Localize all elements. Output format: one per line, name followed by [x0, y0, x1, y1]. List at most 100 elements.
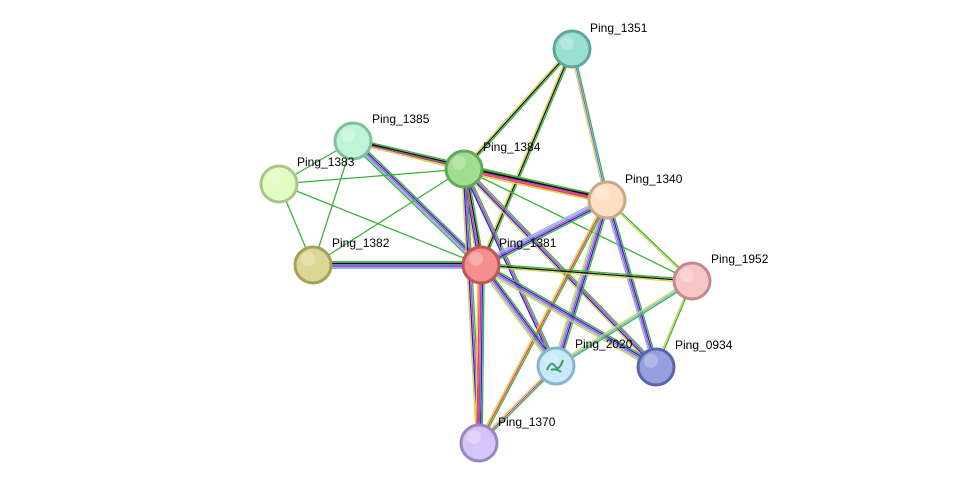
node-circle[interactable] — [293, 245, 333, 285]
edge-Ping_1381-Ping_1952[interactable] — [480, 262, 693, 284]
edge-evidence-line — [351, 141, 481, 267]
edge-Ping_1340-Ping_0934[interactable] — [604, 199, 659, 368]
node-circle[interactable] — [672, 261, 712, 301]
edge-Ping_1384-Ping_1952[interactable] — [463, 168, 693, 282]
node-Ping_1385[interactable]: Ping_1385 — [333, 112, 430, 161]
edge-evidence-line — [463, 169, 607, 203]
node-circle[interactable] — [636, 347, 676, 387]
edge-Ping_1340-Ping_1381[interactable] — [479, 196, 609, 269]
edge-Ping_1384-Ping_1340[interactable] — [463, 165, 608, 204]
node-circle[interactable] — [461, 245, 501, 285]
node-Ping_2020[interactable]: Ping_2020 — [536, 337, 633, 386]
edge-evidence-line — [607, 198, 694, 281]
edge-evidence-line — [465, 166, 659, 366]
edge-evidence-line — [352, 140, 482, 266]
edge-evidence-line — [553, 199, 607, 366]
edge-evidence-line — [478, 199, 608, 444]
edge-Ping_1384-Ping_1383[interactable] — [278, 168, 465, 185]
edge-Ping_1384-Ping_0934[interactable] — [461, 166, 659, 370]
edge-evidence-line — [556, 281, 694, 368]
node-circle[interactable] — [333, 121, 373, 161]
node-Ping_0934[interactable]: Ping_0934 — [636, 338, 733, 387]
edge-Ping_1385-Ping_1381[interactable] — [350, 138, 484, 268]
edge-Ping_1952-Ping_2020[interactable] — [554, 279, 694, 368]
edge-Ping_1381-Ping_2020[interactable] — [477, 262, 560, 369]
node-highlight — [644, 354, 658, 368]
node-highlight — [560, 36, 574, 50]
edge-evidence-line — [481, 200, 609, 267]
edge-evidence-line — [479, 200, 609, 445]
node-Ping_1952[interactable]: Ping_1952 — [672, 252, 769, 301]
edge-evidence-line — [477, 266, 554, 369]
edge-evidence-line — [480, 199, 608, 266]
edge-evidence-line — [554, 279, 692, 366]
edge-evidence-line — [480, 264, 557, 367]
edge-evidence-line — [464, 165, 608, 198]
node-highlight — [267, 171, 281, 185]
edge-evidence-line — [476, 264, 481, 443]
node-label: Ping_1340 — [625, 172, 683, 186]
edge-Ping_1384-Ping_1382[interactable] — [312, 168, 465, 266]
edge-evidence-line — [481, 262, 693, 281]
node-label: Ping_1383 — [297, 155, 355, 169]
edge-evidence-line — [607, 199, 658, 367]
node-label: Ping_1952 — [711, 252, 769, 266]
node-Ping_1340[interactable]: Ping_1340 — [587, 172, 683, 220]
node-layer: Ping_1351Ping_1385Ping_1384Ping_1383Ping… — [259, 21, 769, 463]
node-label: Ping_2020 — [575, 337, 633, 351]
edge-evidence-line — [312, 140, 354, 266]
edge-evidence-line — [353, 139, 483, 265]
edge-Ping_1340-Ping_1952[interactable] — [605, 198, 694, 283]
node-circle[interactable] — [444, 149, 484, 189]
edge-evidence-line — [605, 200, 692, 283]
edge-evidence-line — [354, 138, 484, 264]
node-label: Ping_1385 — [372, 112, 430, 126]
edge-evidence-line — [463, 171, 607, 204]
node-circle[interactable] — [259, 164, 299, 204]
edge-evidence-line — [480, 264, 693, 282]
edge-evidence-line — [475, 264, 479, 443]
edge-evidence-line — [278, 183, 482, 266]
node-highlight — [595, 187, 609, 201]
edge-Ping_1381-Ping_0934[interactable] — [479, 261, 658, 371]
edge-evidence-line — [464, 49, 574, 171]
node-Ping_1384[interactable]: Ping_1384 — [444, 140, 541, 189]
edge-Ping_1351-Ping_1340[interactable] — [569, 48, 610, 201]
edge-evidence-line — [478, 264, 482, 444]
edge-Ping_1383-Ping_1381[interactable] — [278, 183, 482, 266]
node-Ping_1381[interactable]: Ping_1381 — [461, 236, 557, 285]
node-circle[interactable] — [552, 29, 592, 69]
edge-evidence-line — [483, 262, 560, 365]
node-highlight — [301, 252, 315, 266]
edge-evidence-line — [605, 200, 656, 368]
edge-evidence-line — [479, 265, 556, 368]
node-circle[interactable] — [587, 180, 627, 220]
node-Ping_1351[interactable]: Ping_1351 — [552, 21, 648, 69]
edge-evidence-line — [462, 169, 656, 369]
edge-Ping_1385-Ping_1382[interactable] — [312, 140, 354, 266]
edge-evidence-line — [558, 200, 611, 368]
edge-evidence-line — [464, 167, 658, 367]
edge-Ping_1382-Ping_1381[interactable] — [313, 261, 481, 269]
edge-Ping_1351-Ping_1384[interactable] — [462, 47, 574, 171]
node-highlight — [467, 430, 481, 444]
node-Ping_1370[interactable]: Ping_1370 — [459, 415, 556, 463]
node-Ping_1383[interactable]: Ping_1383 — [259, 155, 355, 204]
node-label: Ping_1384 — [483, 140, 541, 154]
edge-evidence-line — [481, 265, 485, 444]
edge-evidence-line — [464, 166, 608, 200]
edge-evidence-line — [278, 168, 465, 185]
node-label: Ping_1351 — [590, 21, 648, 35]
edge-Ping_1351-Ping_1381[interactable] — [478, 48, 575, 266]
edge-Ping_1340-Ping_1370[interactable] — [477, 198, 609, 445]
edge-evidence-line — [555, 280, 693, 367]
node-Ping_1382[interactable]: Ping_1382 — [293, 236, 390, 285]
node-circle[interactable] — [459, 423, 499, 463]
edge-evidence-line — [350, 142, 480, 268]
edge-Ping_1381-Ping_1370[interactable] — [475, 264, 485, 444]
edge-evidence-line — [479, 198, 607, 265]
protein-structure-icon — [546, 359, 564, 373]
node-label: Ping_1382 — [332, 236, 390, 250]
edge-evidence-line — [608, 199, 659, 367]
